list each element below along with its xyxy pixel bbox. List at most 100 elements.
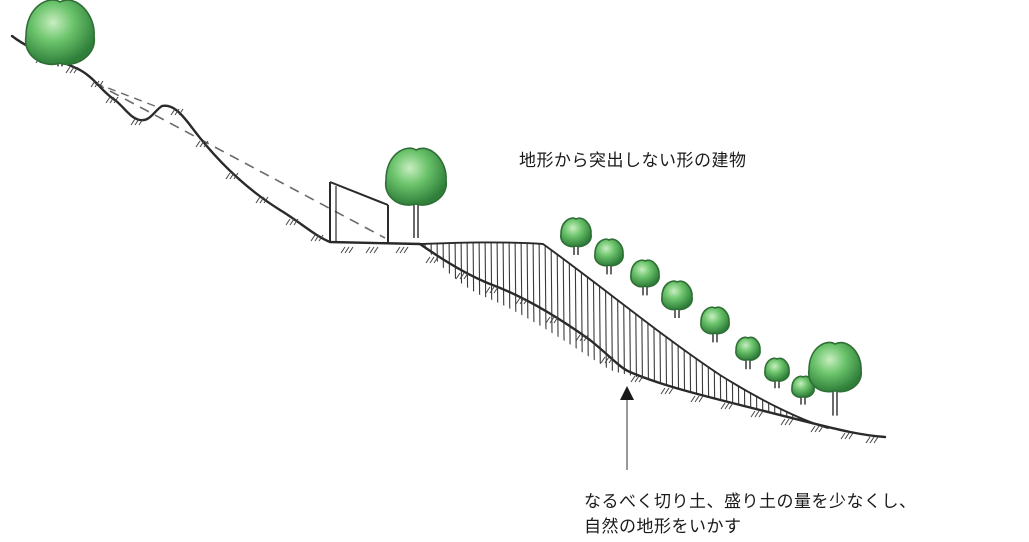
ground-tick [65,66,71,74]
hatch-line [628,242,632,428]
hatch-line [526,242,530,428]
ground-tick [225,172,231,180]
ground-tick [293,218,299,226]
ground-tick [285,218,291,226]
hatch-line [814,242,818,428]
hatch-line [676,242,680,428]
ground-tick [369,246,375,254]
earthwork-caption-line1: なるべく切り土、盛り土の量を少なくし、 [584,492,917,512]
hatch-line [514,242,518,428]
ground-tick [255,196,261,204]
ground-tick [348,246,354,254]
tree-icon [700,306,730,343]
original-ground-dashed-line [94,82,386,239]
ground-tick [630,375,636,383]
ground-tick [604,356,610,364]
ground-tick [814,425,820,433]
tree-icon [385,147,447,238]
ground-tick [395,246,401,254]
hatch-line [496,242,500,428]
ground-tick [575,334,581,342]
ground-tick [750,410,756,418]
tree-icon [661,280,693,318]
ground-tick [515,297,521,305]
ground-tick [373,246,379,254]
ground-tick [98,80,104,88]
hatch-line [766,242,770,428]
tree-icon [560,217,592,255]
hatch-line [592,242,596,428]
hatch-line [742,242,746,428]
hatch-line [544,242,548,428]
hatch-line [574,242,578,428]
ground-tick [485,286,491,294]
hatch-line [562,242,566,428]
ground-tick [259,196,265,204]
hatch-line [730,242,734,428]
hatch-line [508,242,512,428]
ground-tick [780,418,786,426]
ground-tick [203,140,209,148]
ground-tick [664,387,670,395]
hatch-line [532,242,536,428]
hatch-line [808,242,812,428]
ground-tick [848,432,854,440]
ground-tick [318,234,324,242]
hatch-line [790,242,794,428]
trees [24,0,862,416]
ground-ticks [35,56,879,444]
ground-tick [608,356,614,364]
ground-tick [455,272,461,280]
ground-tick [340,246,346,254]
ground-tick [720,402,726,410]
hatch-line [478,242,482,428]
ground-tick [199,140,205,148]
ground-tick [113,96,119,104]
original-ground-dashed-line-upper [94,82,161,109]
hatch-line [454,242,458,428]
ground-tick [459,272,465,280]
ground-tick [690,395,696,403]
ground-tick [844,432,850,440]
ground-tick [463,272,469,280]
hatch-line [784,242,788,428]
hatch-line [682,242,686,428]
ground-tick [523,297,529,305]
embankment-top-line [419,241,829,429]
ground-tick [425,256,431,264]
hatch-line [796,242,800,428]
ground-tick [134,118,140,126]
hatch-line [658,242,662,428]
ground-tick [233,172,239,180]
ground-tick [403,246,409,254]
ground-tick [170,108,176,116]
ground-tick [788,418,794,426]
arrow-up-icon [620,386,634,470]
hatch-line [538,242,542,428]
hatch-line [760,242,764,428]
ground-tick [130,118,136,126]
ground-tick [549,316,555,324]
earthwork-caption-line2: 自然の地形をいかす [584,517,742,537]
hatch-line [772,242,776,428]
ground-tick [728,402,734,410]
ground-tick [90,80,96,88]
ground-tick [865,436,871,444]
hatch-line [694,242,698,428]
hatch-line [490,242,494,428]
ground-tick [310,234,316,242]
ground-tick [138,118,144,126]
hatch-line [556,242,560,428]
hatch-line [826,242,828,428]
tree-icon [24,0,95,67]
tree-icon [630,259,660,296]
hatch-line [550,242,554,428]
ground-tick [638,375,644,383]
tree-icon [791,375,815,405]
ground-tick [73,66,79,74]
hatch-line [448,242,452,428]
ground-tick [519,297,525,305]
hatch-line [670,242,674,428]
hatch-line [472,242,476,428]
hatch-line [520,242,524,428]
